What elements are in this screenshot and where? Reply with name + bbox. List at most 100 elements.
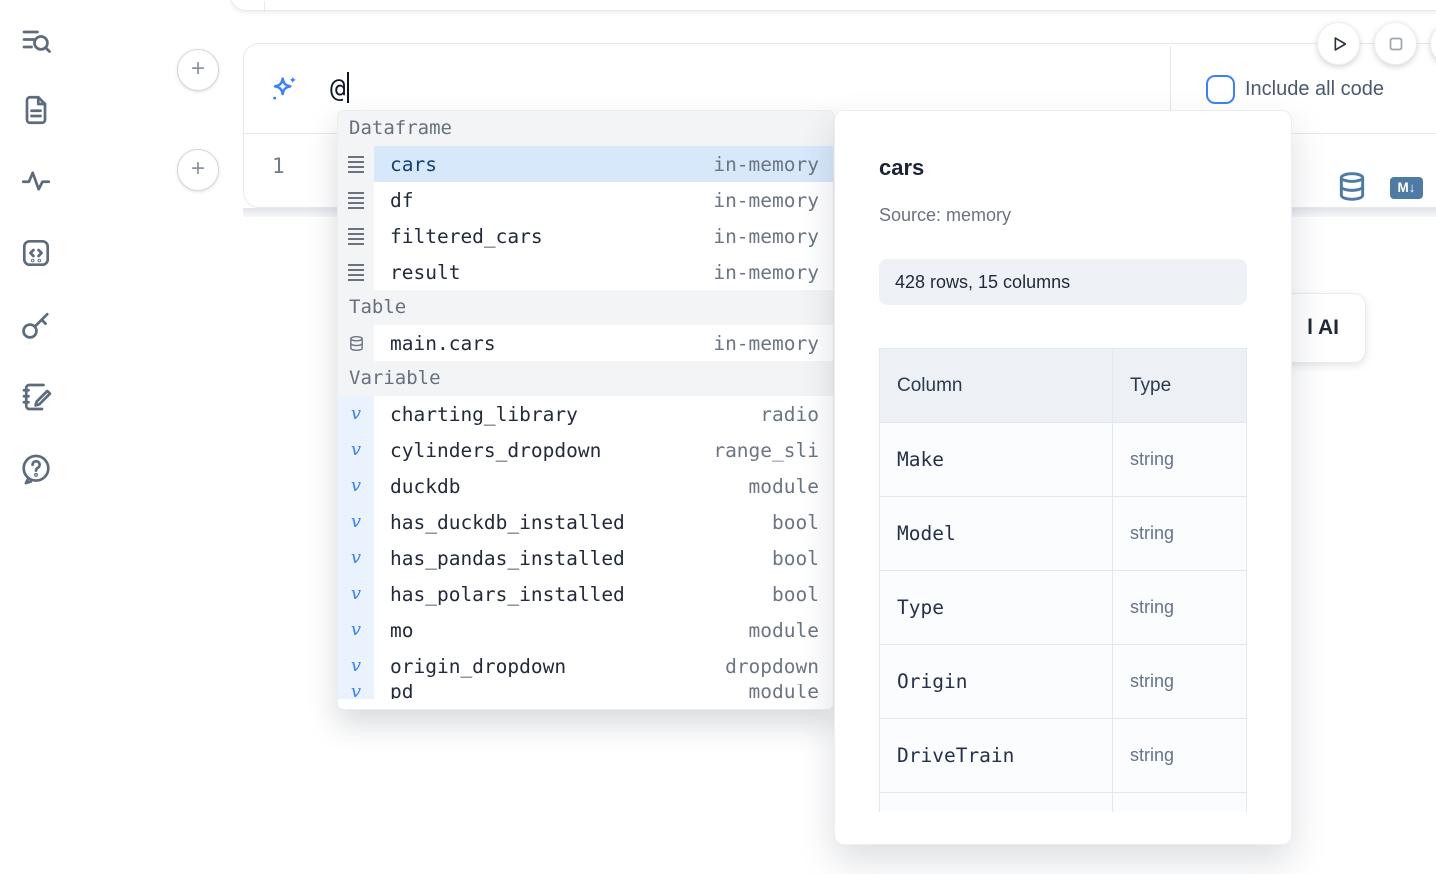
completion-item-type: bool <box>772 546 819 570</box>
dataframe-icon <box>348 227 364 245</box>
activity-icon <box>21 171 51 191</box>
preview-shape-badge: 428 rows, 15 columns <box>879 259 1247 305</box>
sidebar-item-secrets[interactable] <box>16 305 56 345</box>
completion-item-name: has_pandas_installed <box>390 546 625 570</box>
completion-item[interactable]: v origin_dropdown dropdown <box>338 648 833 684</box>
completion-item[interactable]: v filtered_cars in-memory <box>338 218 833 254</box>
schema-row: DriveTrain string <box>880 719 1246 793</box>
code-snippet-icon <box>22 239 50 267</box>
completion-section-header: Table <box>338 290 833 325</box>
dataframe-icon <box>348 191 364 209</box>
add-cell-button-top[interactable]: + <box>177 49 219 91</box>
completion-item-name: has_duckdb_installed <box>390 510 625 534</box>
schema-column-type: string <box>1130 671 1175 691</box>
list-search-icon <box>22 30 51 53</box>
variable-icon: v <box>350 547 362 568</box>
sidebar-item-documentation[interactable] <box>16 90 56 130</box>
completion-item-type: in-memory <box>713 224 819 248</box>
sidebar-item-snippets[interactable] <box>16 233 56 273</box>
completion-item-type: module <box>748 618 819 642</box>
variable-icon: v <box>350 583 362 604</box>
completion-item-name: main.cars <box>390 331 496 355</box>
preview-schema-table: Column Type Make string Model string Typ… <box>879 348 1247 812</box>
schema-row: Make string <box>880 423 1246 497</box>
completion-item-type: bool <box>772 582 819 606</box>
prompt-text: @ <box>330 72 350 104</box>
completion-item-name: filtered_cars <box>390 224 543 248</box>
completion-item-name: cylinders_dropdown <box>390 438 602 462</box>
schema-header-type: Type <box>1130 374 1172 396</box>
variable-icon: v <box>350 619 362 640</box>
completion-item[interactable]: v has_pandas_installed bool <box>338 540 833 576</box>
completion-item[interactable]: v pd module <box>338 684 833 699</box>
completion-item-name: has_polars_installed <box>390 582 625 606</box>
dataframe-preview-panel: cars Source: memory 428 rows, 15 columns… <box>834 110 1292 845</box>
schema-column-name: Make <box>897 448 944 471</box>
completion-item-name: charting_library <box>390 402 578 426</box>
completion-item[interactable]: v mo module <box>338 612 833 648</box>
cell-gutter-divider <box>264 1 265 12</box>
schema-header-row: Column Type <box>880 349 1246 423</box>
completion-section-header: Variable <box>338 361 833 396</box>
completion-item[interactable]: v cars in-memory <box>338 146 833 182</box>
completion-item-type: module <box>748 684 819 699</box>
completion-item[interactable]: v has_polars_installed bool <box>338 576 833 612</box>
stop-icon <box>1389 37 1402 50</box>
schema-column-type: string <box>1130 745 1175 765</box>
schema-column-type: string <box>1130 523 1175 543</box>
variable-icon: v <box>350 655 362 676</box>
completion-item[interactable]: v main.cars in-memory <box>338 325 833 361</box>
completion-item[interactable]: v has_duckdb_installed bool <box>338 504 833 540</box>
schema-row: Model string <box>880 497 1246 571</box>
text-cursor <box>346 72 350 103</box>
dataframe-icon <box>348 263 364 281</box>
variable-icon: v <box>350 439 362 460</box>
stop-button[interactable] <box>1374 22 1417 65</box>
completion-item[interactable]: v df in-memory <box>338 182 833 218</box>
sidebar-item-tracing[interactable] <box>16 161 56 201</box>
completion-item-name: origin_dropdown <box>390 654 567 678</box>
table-database-icon <box>349 335 363 351</box>
sidebar-item-file-explorer[interactable] <box>16 21 56 61</box>
schema-column-type: string <box>1130 449 1175 469</box>
include-all-code-label: Include all code <box>1245 78 1384 100</box>
completion-item-type: radio <box>760 402 819 426</box>
key-icon <box>22 312 49 339</box>
line-number: 1 <box>272 154 285 178</box>
prompt-divider <box>1170 46 1171 110</box>
play-icon <box>1334 36 1346 51</box>
completion-item-type: dropdown <box>725 654 819 678</box>
schema-column-name: Type <box>897 596 944 619</box>
schema-row: Type string <box>880 571 1246 645</box>
run-cell-button[interactable] <box>1317 22 1360 65</box>
schema-header-column: Column <box>880 349 1113 422</box>
variable-icon: v <box>350 511 362 532</box>
document-icon <box>25 95 47 125</box>
previous-cell-edge <box>230 0 1436 12</box>
variable-icon: v <box>350 403 362 424</box>
code-editor[interactable]: 1 <box>244 135 1436 207</box>
completion-item[interactable]: v result in-memory <box>338 254 833 290</box>
help-chat-icon <box>22 454 50 485</box>
notebook-edit-icon <box>22 383 52 411</box>
sidebar-item-help[interactable] <box>16 449 56 489</box>
variable-icon: v <box>350 475 362 496</box>
preview-source: Source: memory <box>879 205 1012 225</box>
autocomplete-dropdown: Dataframe v ca <box>337 110 834 710</box>
completion-item-type: in-memory <box>713 260 819 284</box>
completion-item-name: result <box>390 260 461 284</box>
completion-item[interactable]: v charting_library radio <box>338 396 833 432</box>
include-all-code-checkbox[interactable] <box>1206 75 1235 104</box>
completion-item-type: range_sli <box>713 438 819 462</box>
add-cell-button-bottom[interactable]: + <box>177 149 219 191</box>
completion-item[interactable]: v cylinders_dropdown range_sli <box>338 432 833 468</box>
sidebar-item-scratchpad[interactable] <box>16 377 56 417</box>
convert-to-sql-button[interactable] <box>1336 170 1368 203</box>
completion-item-type: in-memory <box>713 331 819 355</box>
completion-section: Variable v cha <box>338 361 833 699</box>
schema-row-clipped <box>880 793 1246 812</box>
variable-icon: v <box>350 684 362 699</box>
schema-row: Origin string <box>880 645 1246 719</box>
markdown-icon[interactable]: M↓ <box>1390 177 1423 199</box>
completion-item[interactable]: v duckdb module <box>338 468 833 504</box>
